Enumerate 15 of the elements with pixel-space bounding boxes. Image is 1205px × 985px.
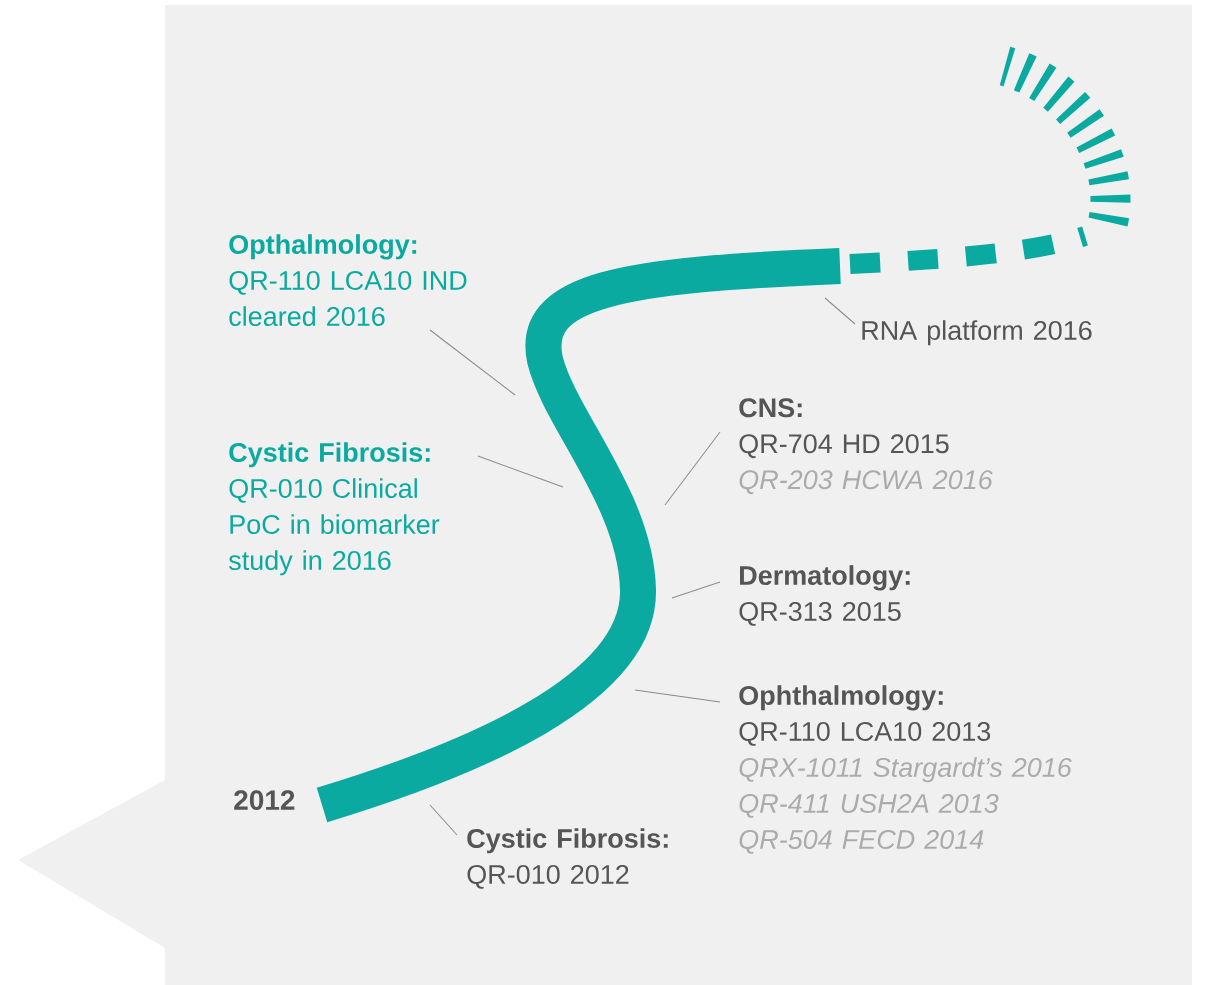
milestone-text: Opthalmology: QR-110 LCA10 IND cleared 2016 — [229, 234, 467, 327]
leader-line — [664, 431, 721, 506]
milestone-text: Cystic Fibrosis: QR-010 2012 — [467, 828, 668, 889]
milestone-text: CNS: QR-704 HD 2015 QR-203 HCWA 2016 — [739, 398, 993, 495]
leader-line — [429, 804, 458, 836]
milestone-text: Dermatology: QR-313 2015 — [739, 565, 910, 626]
leader-line — [634, 689, 721, 703]
milestone-text: Cystic Fibrosis: QR-010 Clinical PoC in biomarker study in 2016 — [228, 442, 440, 576]
leader-line — [429, 329, 516, 396]
leader-line — [671, 581, 721, 599]
milestone-text: RNA platform 2016 — [862, 320, 1092, 346]
milestone-text: Ophthalmology: QR-110 LCA10 2013 QRX-1011 Stargardt’s 2016 QR-411 USH2A 2013 QR-504 FECD 2014 — [739, 685, 1072, 854]
leader-line — [477, 455, 564, 488]
leader-line — [824, 297, 856, 325]
year-label: 2012 — [234, 790, 295, 810]
